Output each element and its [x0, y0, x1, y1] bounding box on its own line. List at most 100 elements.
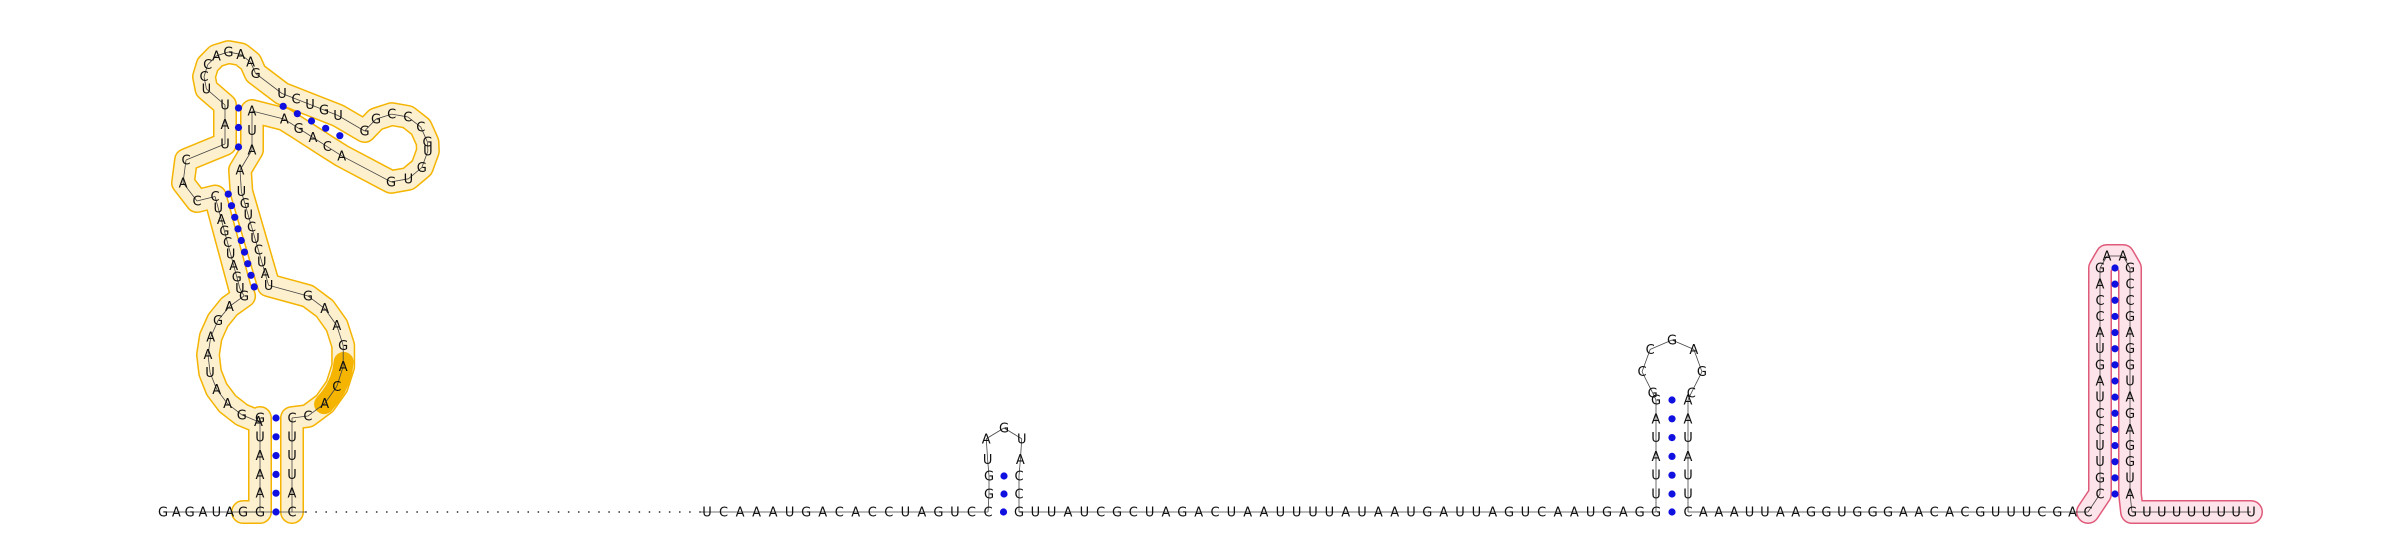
nucleotide: G	[1504, 506, 1514, 521]
nucleotide: A	[1652, 450, 1661, 465]
nucleotide: C	[1687, 386, 1696, 401]
base-pair-dot	[1668, 508, 1676, 516]
nucleotide: U	[220, 138, 230, 153]
backbone-link	[1641, 349, 1651, 372]
nucleotide: U	[404, 172, 414, 187]
nucleotide: C	[192, 194, 201, 209]
nucleotide: A	[309, 131, 318, 146]
nucleotide: G	[219, 225, 229, 240]
nucleotide: A	[736, 506, 745, 521]
nucleotide: C	[2125, 278, 2134, 293]
nucleotide: U	[2187, 506, 2197, 521]
base-pair-dot	[2111, 409, 2119, 417]
nucleotide: U	[2125, 375, 2135, 390]
backbone-link	[336, 366, 344, 387]
base-pair-dot	[1668, 434, 1676, 442]
nucleotide: G	[2125, 310, 2135, 325]
backbone-link	[182, 159, 187, 183]
nucleotide: C	[291, 93, 300, 108]
nucleotide: C	[199, 70, 208, 85]
backbone-link	[421, 150, 429, 168]
nucleotide: U	[1325, 506, 1335, 521]
nucleotide: U	[1276, 506, 1286, 521]
backbone-link	[327, 146, 342, 157]
nucleotide: U	[1651, 431, 1661, 446]
backbone-link	[281, 93, 297, 100]
nucleotide: A	[199, 506, 208, 521]
backbone-link	[224, 230, 228, 243]
base-pair-dot	[2111, 425, 2119, 434]
backbone-link	[291, 415, 308, 419]
base-pair-dot	[272, 433, 280, 441]
nucleotide: A	[256, 449, 265, 464]
base-pair-dot	[272, 489, 280, 497]
backbone-link	[217, 207, 222, 220]
nucleotide: A	[1945, 506, 1954, 521]
nucleotide: G	[2095, 262, 2105, 277]
nucleotide: U	[2216, 506, 2226, 521]
base-pair-dot	[1668, 490, 1676, 498]
nucleotide: U	[2172, 506, 2182, 521]
nucleotide: U	[333, 109, 343, 124]
nucleotide: G	[984, 470, 994, 485]
base-pair-dot	[2111, 345, 2119, 353]
nucleotide: A	[206, 330, 215, 345]
nucleotide: A	[1689, 343, 1698, 358]
nucleotide: C	[884, 506, 893, 521]
backbone-link	[185, 143, 226, 161]
nucleotide: C	[254, 244, 263, 259]
nucleotide: A	[248, 105, 257, 120]
nucleotide: A	[229, 259, 238, 274]
nucleotide: U	[1357, 506, 1367, 521]
unpaired-gap-dot	[628, 511, 631, 513]
nucleotide: G	[2125, 342, 2135, 357]
base-pair-dot	[2111, 361, 2119, 369]
unpaired-gap-dot	[678, 511, 681, 513]
nucleotide: G	[1602, 506, 1612, 521]
backbone-link	[251, 110, 285, 120]
backbone-link	[391, 113, 408, 118]
nucleotide: U	[247, 124, 257, 139]
nucleotide: C	[1014, 488, 1023, 503]
nucleotide: A	[288, 487, 297, 502]
nucleotide: U	[423, 144, 433, 159]
nucleotide: G	[319, 104, 329, 119]
backbone-link	[307, 295, 325, 309]
backbone-link	[241, 414, 259, 423]
base-pair-dot	[2111, 474, 2119, 482]
nucleotide: A	[2096, 375, 2105, 390]
unpaired-gap-dot	[557, 511, 560, 513]
unpaired-gap-dot	[537, 511, 540, 513]
nucleotide: G	[303, 289, 313, 304]
base-pair-dot	[2111, 328, 2119, 337]
nucleotide: A	[917, 506, 926, 521]
backbone-link	[268, 284, 309, 297]
nucleotide: G	[239, 289, 249, 304]
nucleotide: A	[236, 164, 245, 179]
backbone-link	[216, 51, 229, 57]
backbone-link	[247, 214, 252, 227]
backbone-link	[1687, 392, 1692, 401]
nucleotide: U	[1031, 506, 1041, 521]
base-pair-dot	[224, 190, 232, 198]
backbone-link	[250, 61, 256, 74]
nucleotide: G	[417, 161, 427, 176]
domain-outline	[2076, 244, 2263, 524]
base-pair-dot	[234, 104, 243, 112]
backbone-link	[295, 98, 311, 105]
backbone-link	[309, 104, 325, 111]
unpaired-gap-dot	[648, 511, 651, 513]
nucleotide: A	[1162, 506, 1171, 521]
backbone-link	[241, 191, 246, 204]
backbone-link	[341, 155, 392, 183]
backbone-link	[336, 325, 344, 346]
backbone-link	[227, 242, 231, 255]
base-pair-dot	[1668, 396, 1676, 404]
unpaired-gap-dot	[345, 511, 348, 513]
backbone-link	[1671, 339, 1694, 350]
nucleotide: U	[1651, 488, 1661, 503]
backbone-link	[233, 265, 238, 278]
base-pair-dot	[234, 123, 243, 132]
backbone-link	[251, 226, 256, 239]
